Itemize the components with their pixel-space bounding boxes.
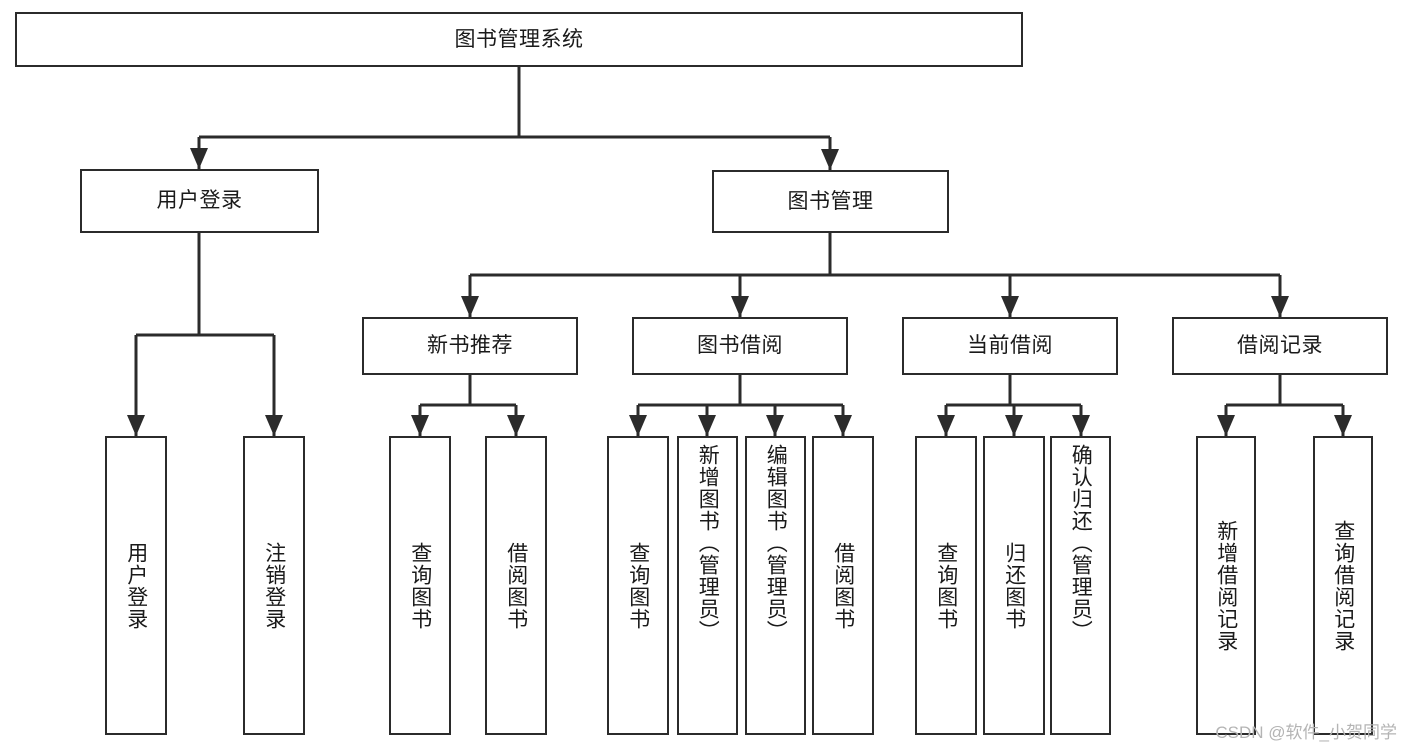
level3-node-box[interactable]: 新书推荐 — [362, 317, 578, 375]
node-label: 归还图书 — [1002, 541, 1026, 630]
arrow-head-icon — [461, 296, 479, 317]
node-label: 查询借阅记录 — [1331, 519, 1355, 652]
node-label: 查询图书 — [934, 541, 958, 630]
node-label: 用户登录 — [156, 189, 243, 213]
arrow-head-icon — [1217, 415, 1235, 436]
leaf-node-box[interactable]: 注销登录 — [243, 436, 305, 735]
node-label: 注销登录 — [262, 541, 286, 630]
arrow-head-icon — [731, 296, 749, 317]
node-label: 用户登录 — [124, 541, 148, 630]
node-label: 编辑图书（管理员） — [764, 444, 788, 642]
node-label: 图书借阅 — [697, 334, 783, 358]
leaf-node-box[interactable]: 用户登录 — [105, 436, 167, 735]
leaf-node-box[interactable]: 查询图书 — [915, 436, 977, 735]
node-label: 新书推荐 — [427, 334, 513, 358]
node-label: 借阅图书 — [504, 541, 528, 630]
node-label: 图书管理系统 — [454, 27, 584, 51]
arrow-head-icon — [1005, 415, 1023, 436]
arrow-head-icon — [1334, 415, 1352, 436]
arrow-head-icon — [629, 415, 647, 436]
leaf-node-box[interactable]: 借阅图书 — [812, 436, 874, 735]
leaf-node-box[interactable]: 归还图书 — [983, 436, 1045, 735]
leaf-node-box[interactable]: 新增借阅记录 — [1196, 436, 1256, 735]
arrow-head-icon — [1001, 296, 1019, 317]
node-label: 确认归还（管理员） — [1069, 444, 1093, 642]
arrow-head-icon — [937, 415, 955, 436]
root-node-box[interactable]: 图书管理系统 — [15, 12, 1023, 67]
node-label: 新增借阅记录 — [1214, 519, 1238, 652]
level3-node-box[interactable]: 图书借阅 — [632, 317, 848, 375]
node-label: 当前借阅 — [967, 334, 1053, 358]
node-label: 查询图书 — [626, 541, 650, 630]
arrow-head-icon — [265, 415, 283, 436]
arrow-head-icon — [411, 415, 429, 436]
arrow-head-icon — [1072, 415, 1090, 436]
level3-node-box[interactable]: 当前借阅 — [902, 317, 1118, 375]
arrow-head-icon — [698, 415, 716, 436]
arrow-head-icon — [834, 415, 852, 436]
arrow-head-icon — [766, 415, 784, 436]
leaf-node-box[interactable]: 新增图书（管理员） — [677, 436, 738, 735]
level3-node-box[interactable]: 借阅记录 — [1172, 317, 1388, 375]
arrow-head-icon — [507, 415, 525, 436]
leaf-node-box[interactable]: 确认归还（管理员） — [1050, 436, 1111, 735]
arrow-head-icon — [821, 149, 839, 170]
node-label: 查询图书 — [408, 541, 432, 630]
leaf-node-box[interactable]: 查询图书 — [389, 436, 451, 735]
leaf-node-box[interactable]: 编辑图书（管理员） — [745, 436, 806, 735]
level2-node-box[interactable]: 用户登录 — [80, 169, 319, 233]
leaf-node-box[interactable]: 借阅图书 — [485, 436, 547, 735]
leaf-node-box[interactable]: 查询借阅记录 — [1313, 436, 1373, 735]
node-label: 借阅图书 — [831, 541, 855, 630]
node-label: 图书管理 — [787, 189, 874, 213]
arrow-head-icon — [1271, 296, 1289, 317]
leaf-node-box[interactable]: 查询图书 — [607, 436, 669, 735]
node-label: 新增图书（管理员） — [696, 444, 720, 642]
arrow-head-icon — [190, 148, 208, 169]
level2-node-box[interactable]: 图书管理 — [712, 170, 949, 233]
arrow-head-icon — [127, 415, 145, 436]
node-label: 借阅记录 — [1237, 334, 1323, 358]
